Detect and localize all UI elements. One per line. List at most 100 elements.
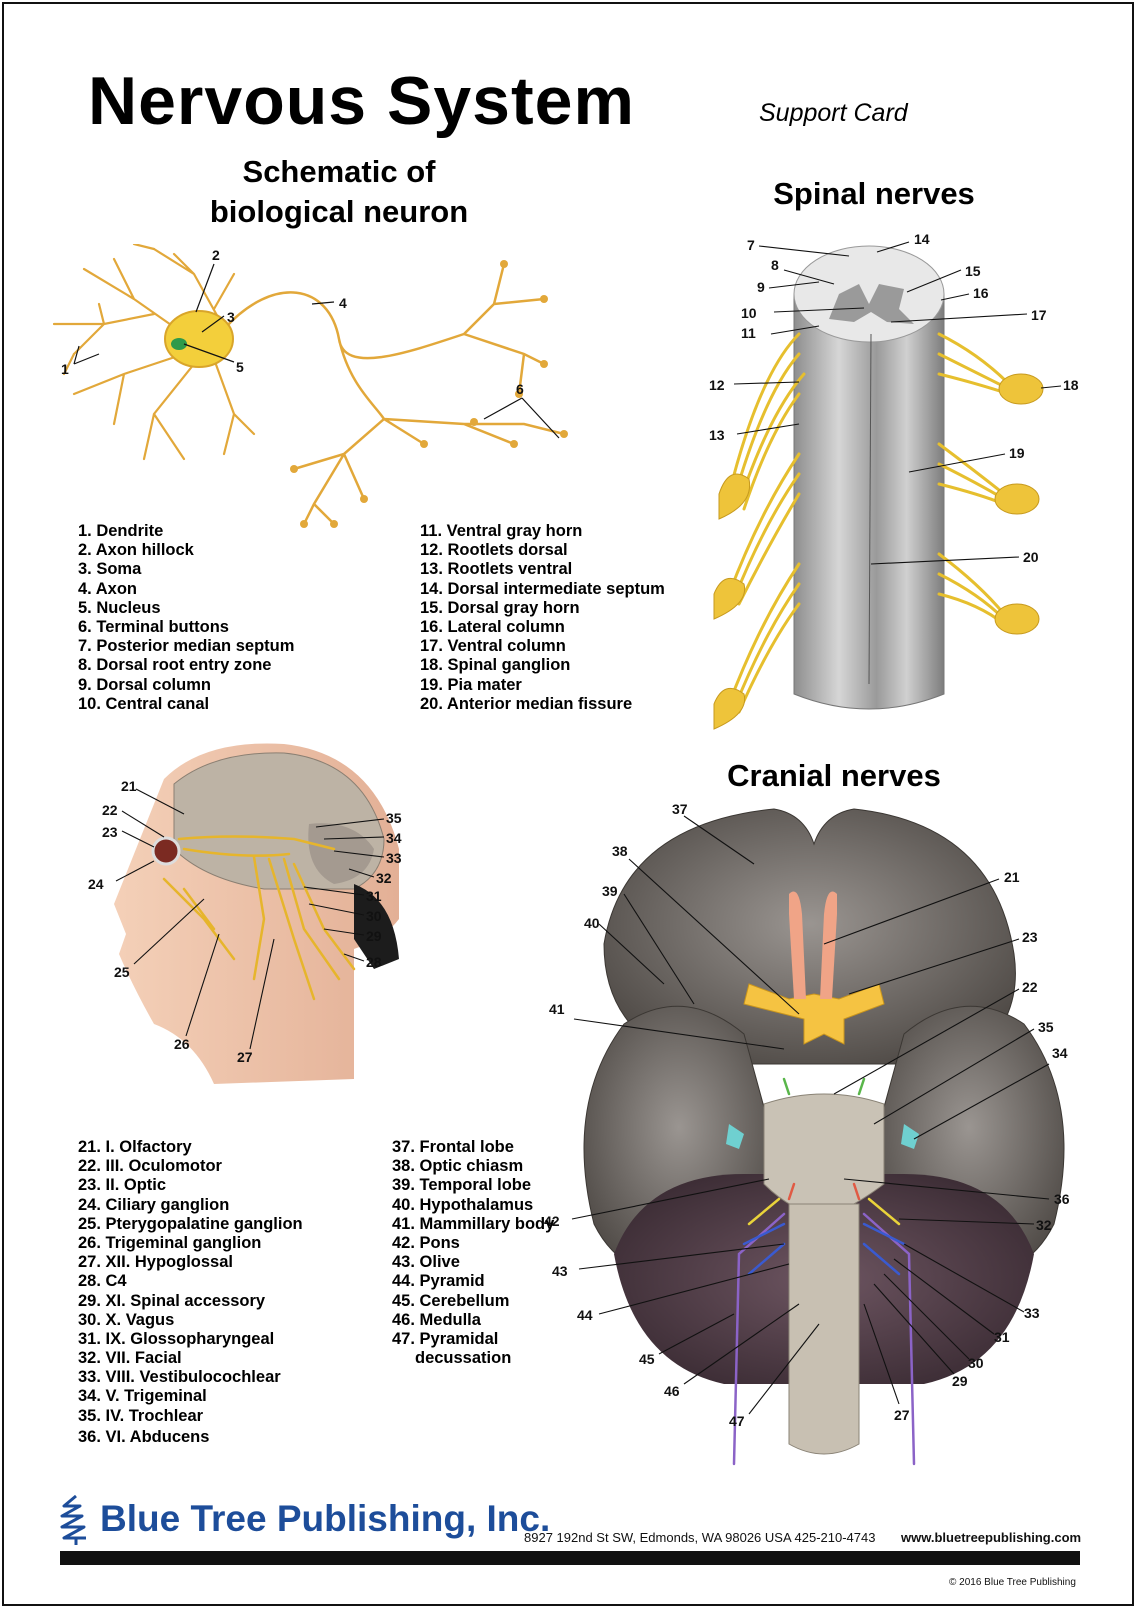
brain-label-38: 38 [612, 843, 628, 859]
legend-item: 46. Medulla [392, 1310, 481, 1329]
brainstem-nerves [732, 1077, 916, 1466]
olfactory-left [789, 891, 806, 999]
median-fissure [868, 333, 872, 685]
legend-item: 32. VII. Facial [78, 1349, 182, 1368]
neck-dark [354, 884, 399, 969]
copyright: © 2016 Blue Tree Publishing [949, 1577, 1076, 1588]
neuron-diagram: 2 3 5 4 1 6 [52, 244, 568, 528]
legend-item: 22. III. Oculomotor [78, 1157, 222, 1176]
legend-item: 1. Dendrite [78, 522, 164, 540]
neuron-label-3: 3 [227, 309, 235, 325]
head-label-24: 24 [88, 876, 104, 892]
neuron-axon-branches [223, 263, 565, 525]
legend-item: 9. Dorsal column [78, 675, 211, 694]
head-label-23: 23 [102, 824, 118, 840]
brain-label-43: 43 [552, 1263, 568, 1279]
neuron-label-1: 1 [61, 361, 69, 377]
legend-item: 47. Pyramidal [392, 1329, 499, 1348]
neuron-heading: Schematic of biological neuron [154, 152, 524, 232]
eye [151, 836, 181, 866]
head-label-28: 28 [366, 954, 382, 970]
legend-item: 43. Olive [392, 1253, 460, 1272]
head-label-32: 32 [376, 870, 392, 886]
spinal-heading: Spinal nerves [773, 176, 975, 211]
brain-label-42: 42 [544, 1213, 560, 1229]
legend-item: 5. Nucleus [78, 598, 161, 617]
legend-item: 27. XII. Hypoglossal [78, 1253, 233, 1272]
tree-logo-icon [60, 1494, 86, 1545]
legend-item: 40. Hypothalamus [392, 1195, 534, 1214]
spinal-label-18: 18 [1063, 377, 1079, 393]
medulla [788, 1203, 860, 1455]
legend-item: 34. V. Trigeminal [78, 1387, 207, 1406]
brain-label-27: 27 [894, 1407, 910, 1423]
head-label-30: 30 [366, 908, 382, 924]
legend-item: 35. IV. Trochlear [78, 1406, 204, 1425]
brain-label-32: 32 [1036, 1217, 1052, 1233]
soma [164, 310, 234, 368]
legend-item: 36. VI. Abducens [78, 1427, 210, 1446]
spinal-cross-section [793, 245, 945, 343]
legend-item: 15. Dorsal gray horn [420, 598, 580, 617]
spinal-label-11: 11 [741, 325, 756, 341]
brain-label-29: 29 [952, 1373, 968, 1389]
legend-item: 12. Rootlets dorsal [420, 541, 568, 560]
publisher-url[interactable]: www.bluetreepublishing.com [901, 1530, 1082, 1545]
head-label-34: 34 [386, 830, 402, 846]
head-label-25: 25 [114, 964, 130, 980]
spinal-label-8: 8 [771, 257, 779, 273]
legend-item: 45. Cerebellum [392, 1291, 510, 1310]
cranial-heading: Cranial nerves [727, 758, 941, 793]
legend-item: 33. VIII. Vestibulocochlear [78, 1368, 281, 1387]
legend-item: 16. Lateral column [420, 617, 565, 636]
terminal-buttons [290, 260, 568, 528]
publisher-name: Blue Tree Publishing, Inc. [100, 1498, 551, 1539]
legend-item: 42. Pons [392, 1233, 460, 1252]
brain-label-40: 40 [584, 915, 600, 931]
brain-label-44: 44 [577, 1307, 593, 1323]
head-leader-lines [115, 788, 385, 1050]
publisher-address: 8927 192nd St SW, Edmonds, WA 98026 USA … [524, 1530, 876, 1545]
legend-item: 30. X. Vagus [78, 1310, 175, 1329]
neuron-label-5: 5 [236, 359, 244, 375]
brain-label-46: 46 [664, 1383, 680, 1399]
head-label-31: 31 [366, 888, 382, 904]
legend-item: 29. XI. Spinal accessory [78, 1291, 266, 1310]
legend-item: 14. Dorsal intermediate septum [420, 579, 665, 598]
gray-matter [829, 284, 914, 324]
head-label-35: 35 [386, 810, 402, 826]
head-label-26: 26 [174, 1036, 190, 1052]
spinal-diagram: 7 14 8 15 9 16 10 17 11 12 18 13 19 20 [709, 231, 1079, 730]
brain-label-37: 37 [672, 804, 688, 817]
brain-label-41: 41 [549, 1001, 565, 1017]
legend-item: 4. Axon [78, 579, 137, 598]
legend-item: 2. Axon hillock [78, 541, 194, 560]
legend-item: 3. Soma [78, 560, 142, 579]
legend-item: 20. Anterior median fissure [420, 694, 633, 713]
legend-item: 37. Frontal lobe [392, 1138, 514, 1156]
nucleus [171, 338, 187, 350]
legend-item: 24. Ciliary ganglion [78, 1195, 230, 1214]
spinal-label-14: 14 [914, 231, 930, 247]
legend-item: 18. Spinal ganglion [420, 656, 571, 675]
brain-base-diagram: 37 38 39 40 21 23 22 35 34 36 32 33 31 3… [544, 804, 1070, 1466]
olfactory-right [820, 891, 837, 999]
brain-label-36: 36 [1054, 1191, 1070, 1207]
legend-item: 25. Pterygopalatine ganglion [78, 1214, 303, 1233]
spinal-label-16: 16 [973, 285, 989, 301]
neuron-leader-lines [73, 263, 560, 439]
optic-chiasm [743, 983, 885, 1045]
spinal-label-10: 10 [741, 305, 757, 321]
legend-item: 31. IX. Glossopharyngeal [78, 1329, 275, 1348]
legend-cranial-nerves: 21. I. Olfactory 22. III. Oculomotor 23.… [78, 1138, 303, 1447]
legend-item: 23. II. Optic [78, 1176, 167, 1195]
spinal-rootlets [727, 332, 1011, 714]
spinal-label-17: 17 [1031, 307, 1047, 323]
head-label-33: 33 [386, 850, 402, 866]
legend-item: decussation [415, 1349, 512, 1368]
legend-spinal: 11. Ventral gray horn 12. Rootlets dorsa… [420, 522, 665, 714]
spinal-column [793, 293, 945, 710]
spinal-label-7: 7 [747, 237, 755, 253]
head-label-27: 27 [237, 1049, 253, 1065]
